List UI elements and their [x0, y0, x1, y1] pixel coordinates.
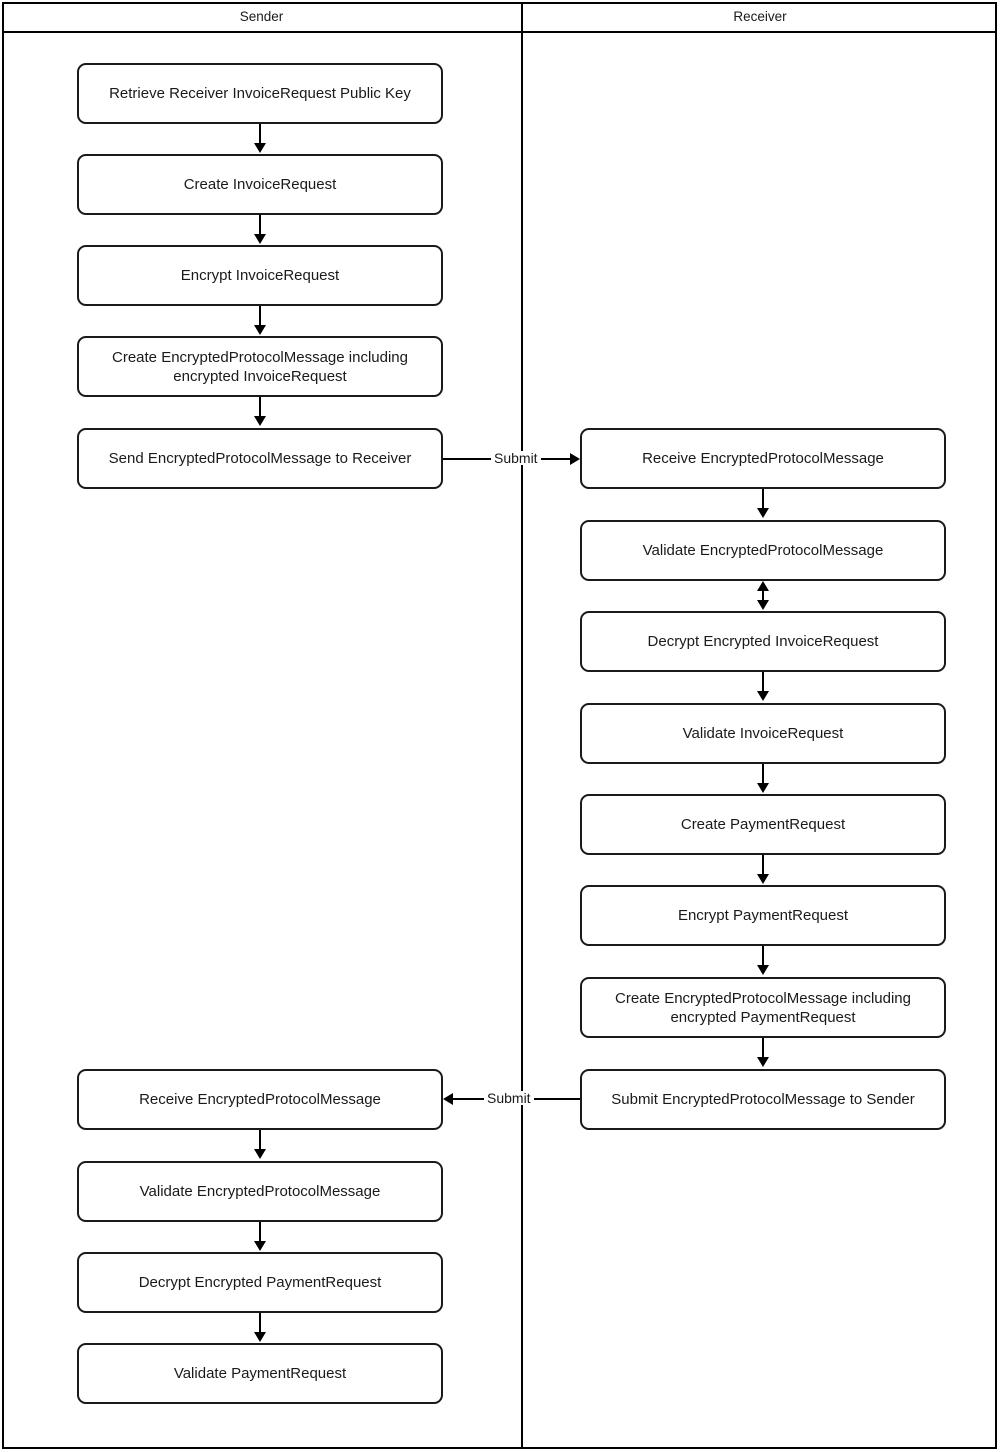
node-label: Validate InvoiceRequest — [682, 725, 844, 742]
edge-r4-r5-line — [762, 764, 764, 784]
edge-s6-s7-arrowhead — [254, 1149, 266, 1159]
edge-s7-s8-arrowhead — [254, 1241, 266, 1251]
node-label: Decrypt Encrypted PaymentRequest — [138, 1274, 382, 1291]
node-validate-paymentrequest[interactable]: Validate PaymentRequest — [77, 1343, 443, 1404]
edge-r5-r6-line — [762, 855, 764, 875]
node-encrypt-invoicerequest[interactable]: Encrypt InvoiceRequest — [77, 245, 443, 306]
edge-r6-r7-line — [762, 946, 764, 966]
edge-r5-r6-arrowhead — [757, 874, 769, 884]
edge-r2-r3-line — [762, 590, 764, 600]
node-label: Create InvoiceRequest — [183, 176, 337, 193]
lane-header-sender: Sender — [239, 9, 284, 24]
node-label: Submit EncryptedProtocolMessage to Sende… — [611, 1091, 915, 1108]
edge-r6-r7-arrowhead — [757, 965, 769, 975]
node-label: Retrieve Receiver InvoiceRequest Public … — [109, 85, 411, 102]
edge-s2-s3-line — [259, 215, 261, 235]
node-label: Encrypt PaymentRequest — [677, 907, 849, 924]
node-label: Send EncryptedProtocolMessage to Receive… — [108, 450, 412, 467]
edge-label-submit-forward: Submit — [491, 451, 541, 465]
node-label: Validate EncryptedProtocolMessage — [139, 1183, 381, 1200]
edge-r1-r2-arrowhead — [757, 508, 769, 518]
edge-s7-s8-line — [259, 1222, 261, 1242]
edge-r2-r3-arrowhead-up — [757, 581, 769, 591]
edge-r3-r4-line — [762, 672, 764, 692]
edge-s5-r1-arrowhead — [570, 453, 580, 465]
node-decrypt-encrypted-invoicerequest[interactable]: Decrypt Encrypted InvoiceRequest — [580, 611, 946, 672]
node-label: Create PaymentRequest — [680, 816, 846, 833]
node-receive-encryptedprotocolmessage-receiver[interactable]: Receive EncryptedProtocolMessage — [580, 428, 946, 489]
edge-s4-s5-arrowhead — [254, 416, 266, 426]
edge-r4-r5-arrowhead — [757, 783, 769, 793]
node-label: Create EncryptedProtocolMessage includin… — [615, 989, 911, 1026]
node-create-encryptedprotocolmessage-invoicerequest[interactable]: Create EncryptedProtocolMessage includin… — [77, 336, 443, 397]
node-label: Create EncryptedProtocolMessage includin… — [112, 348, 408, 385]
edge-r3-r4-arrowhead — [757, 691, 769, 701]
edge-r8-s6-arrowhead — [443, 1093, 453, 1105]
edge-s1-s2-arrowhead — [254, 143, 266, 153]
node-encrypt-paymentrequest[interactable]: Encrypt PaymentRequest — [580, 885, 946, 946]
node-retrieve-receiver-invoicerequest-public-key[interactable]: Retrieve Receiver InvoiceRequest Public … — [77, 63, 443, 124]
node-label: Encrypt InvoiceRequest — [180, 267, 340, 284]
edge-r1-r2-line — [762, 489, 764, 509]
node-validate-encryptedprotocolmessage-sender[interactable]: Validate EncryptedProtocolMessage — [77, 1161, 443, 1222]
lane-header-receiver: Receiver — [733, 9, 787, 24]
node-create-paymentrequest[interactable]: Create PaymentRequest — [580, 794, 946, 855]
node-create-invoicerequest[interactable]: Create InvoiceRequest — [77, 154, 443, 215]
node-receive-encryptedprotocolmessage-sender[interactable]: Receive EncryptedProtocolMessage — [77, 1069, 443, 1130]
lane-header-rule — [2, 31, 997, 33]
edge-r7-r8-arrowhead — [757, 1057, 769, 1067]
edge-s3-s4-line — [259, 306, 261, 326]
edge-s2-s3-arrowhead — [254, 234, 266, 244]
node-label: Validate EncryptedProtocolMessage — [642, 542, 884, 559]
node-validate-invoicerequest[interactable]: Validate InvoiceRequest — [580, 703, 946, 764]
lane-divider — [521, 2, 523, 1449]
node-create-encryptedprotocolmessage-paymentrequest[interactable]: Create EncryptedProtocolMessage includin… — [580, 977, 946, 1038]
edge-s8-s9-line — [259, 1313, 261, 1333]
edge-r7-r8-line — [762, 1038, 764, 1058]
node-label: Receive EncryptedProtocolMessage — [139, 1091, 381, 1108]
node-validate-encryptedprotocolmessage-receiver[interactable]: Validate EncryptedProtocolMessage — [580, 520, 946, 581]
node-send-encryptedprotocolmessage-to-receiver[interactable]: Send EncryptedProtocolMessage to Receive… — [77, 428, 443, 489]
node-label: Decrypt Encrypted InvoiceRequest — [647, 633, 879, 650]
edge-s1-s2-line — [259, 124, 261, 144]
edge-r2-r3-arrowhead-down — [757, 600, 769, 610]
node-decrypt-encrypted-paymentrequest[interactable]: Decrypt Encrypted PaymentRequest — [77, 1252, 443, 1313]
edge-s4-s5-line — [259, 397, 261, 417]
edge-s6-s7-line — [259, 1130, 261, 1150]
edge-s8-s9-arrowhead — [254, 1332, 266, 1342]
edge-s3-s4-arrowhead — [254, 325, 266, 335]
node-label: Receive EncryptedProtocolMessage — [642, 450, 884, 467]
node-label: Validate PaymentRequest — [173, 1365, 347, 1382]
edge-label-submit-return: Submit — [484, 1091, 534, 1105]
node-submit-encryptedprotocolmessage-to-sender[interactable]: Submit EncryptedProtocolMessage to Sende… — [580, 1069, 946, 1130]
